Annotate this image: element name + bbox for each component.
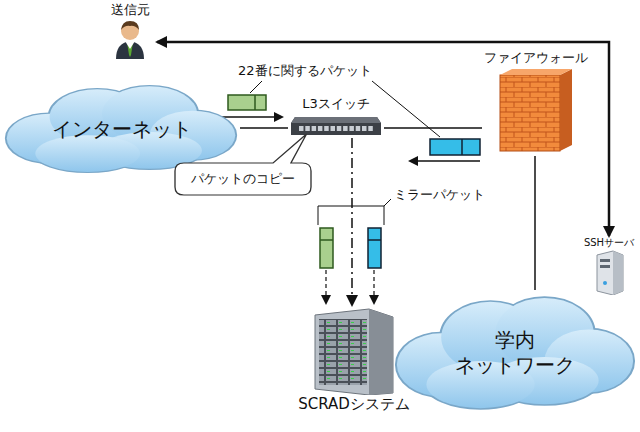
packet-arrow (410, 160, 480, 162)
node-label: 送信元 (103, 2, 157, 19)
packet-divider (254, 95, 256, 110)
packet-arrow (373, 270, 374, 303)
l3-switch: L3スイッチ (288, 96, 384, 138)
packet-green (228, 95, 266, 110)
icon (103, 19, 157, 59)
connector (240, 127, 288, 129)
connector (351, 138, 353, 305)
leader-line (250, 81, 262, 93)
icon (482, 67, 590, 153)
annotation-label: ミラーパケット (392, 186, 487, 204)
packet-divider (368, 239, 381, 241)
icon (296, 305, 412, 395)
node-label: SSHサーバ (580, 236, 638, 249)
annotation-label: 22番に関するパケット (236, 62, 374, 80)
icon (580, 249, 638, 295)
packet-divider (320, 239, 333, 241)
bracket (318, 206, 384, 225)
packet-blue (430, 139, 480, 155)
leader-line (384, 199, 391, 206)
mirror-packet-green (320, 228, 333, 268)
ssh-server: SSHサーバ (580, 236, 638, 302)
packet-divider (461, 139, 463, 155)
node-label: L3スイッチ (288, 96, 384, 113)
campus-network-cloud: 学内 ネットワーク (392, 290, 638, 416)
node-label: ファイアウォール (482, 50, 590, 67)
node-label: 学内 ネットワーク (442, 328, 588, 378)
callout-bubble: パケットのコピー (175, 163, 311, 195)
connector (384, 127, 482, 129)
mirror-packet-blue (368, 228, 381, 268)
callout-text: パケットのコピー (191, 170, 295, 188)
node-label: インターネット (52, 117, 190, 142)
node-label: SCRADシステム (296, 395, 412, 415)
scrad-server: SCRADシステム (296, 305, 412, 419)
firewall: ファイアウォール (482, 50, 590, 156)
sender-icon: 送信元 (103, 2, 157, 64)
icon (288, 113, 384, 137)
packet-arrow (325, 270, 326, 303)
connector (534, 156, 536, 290)
